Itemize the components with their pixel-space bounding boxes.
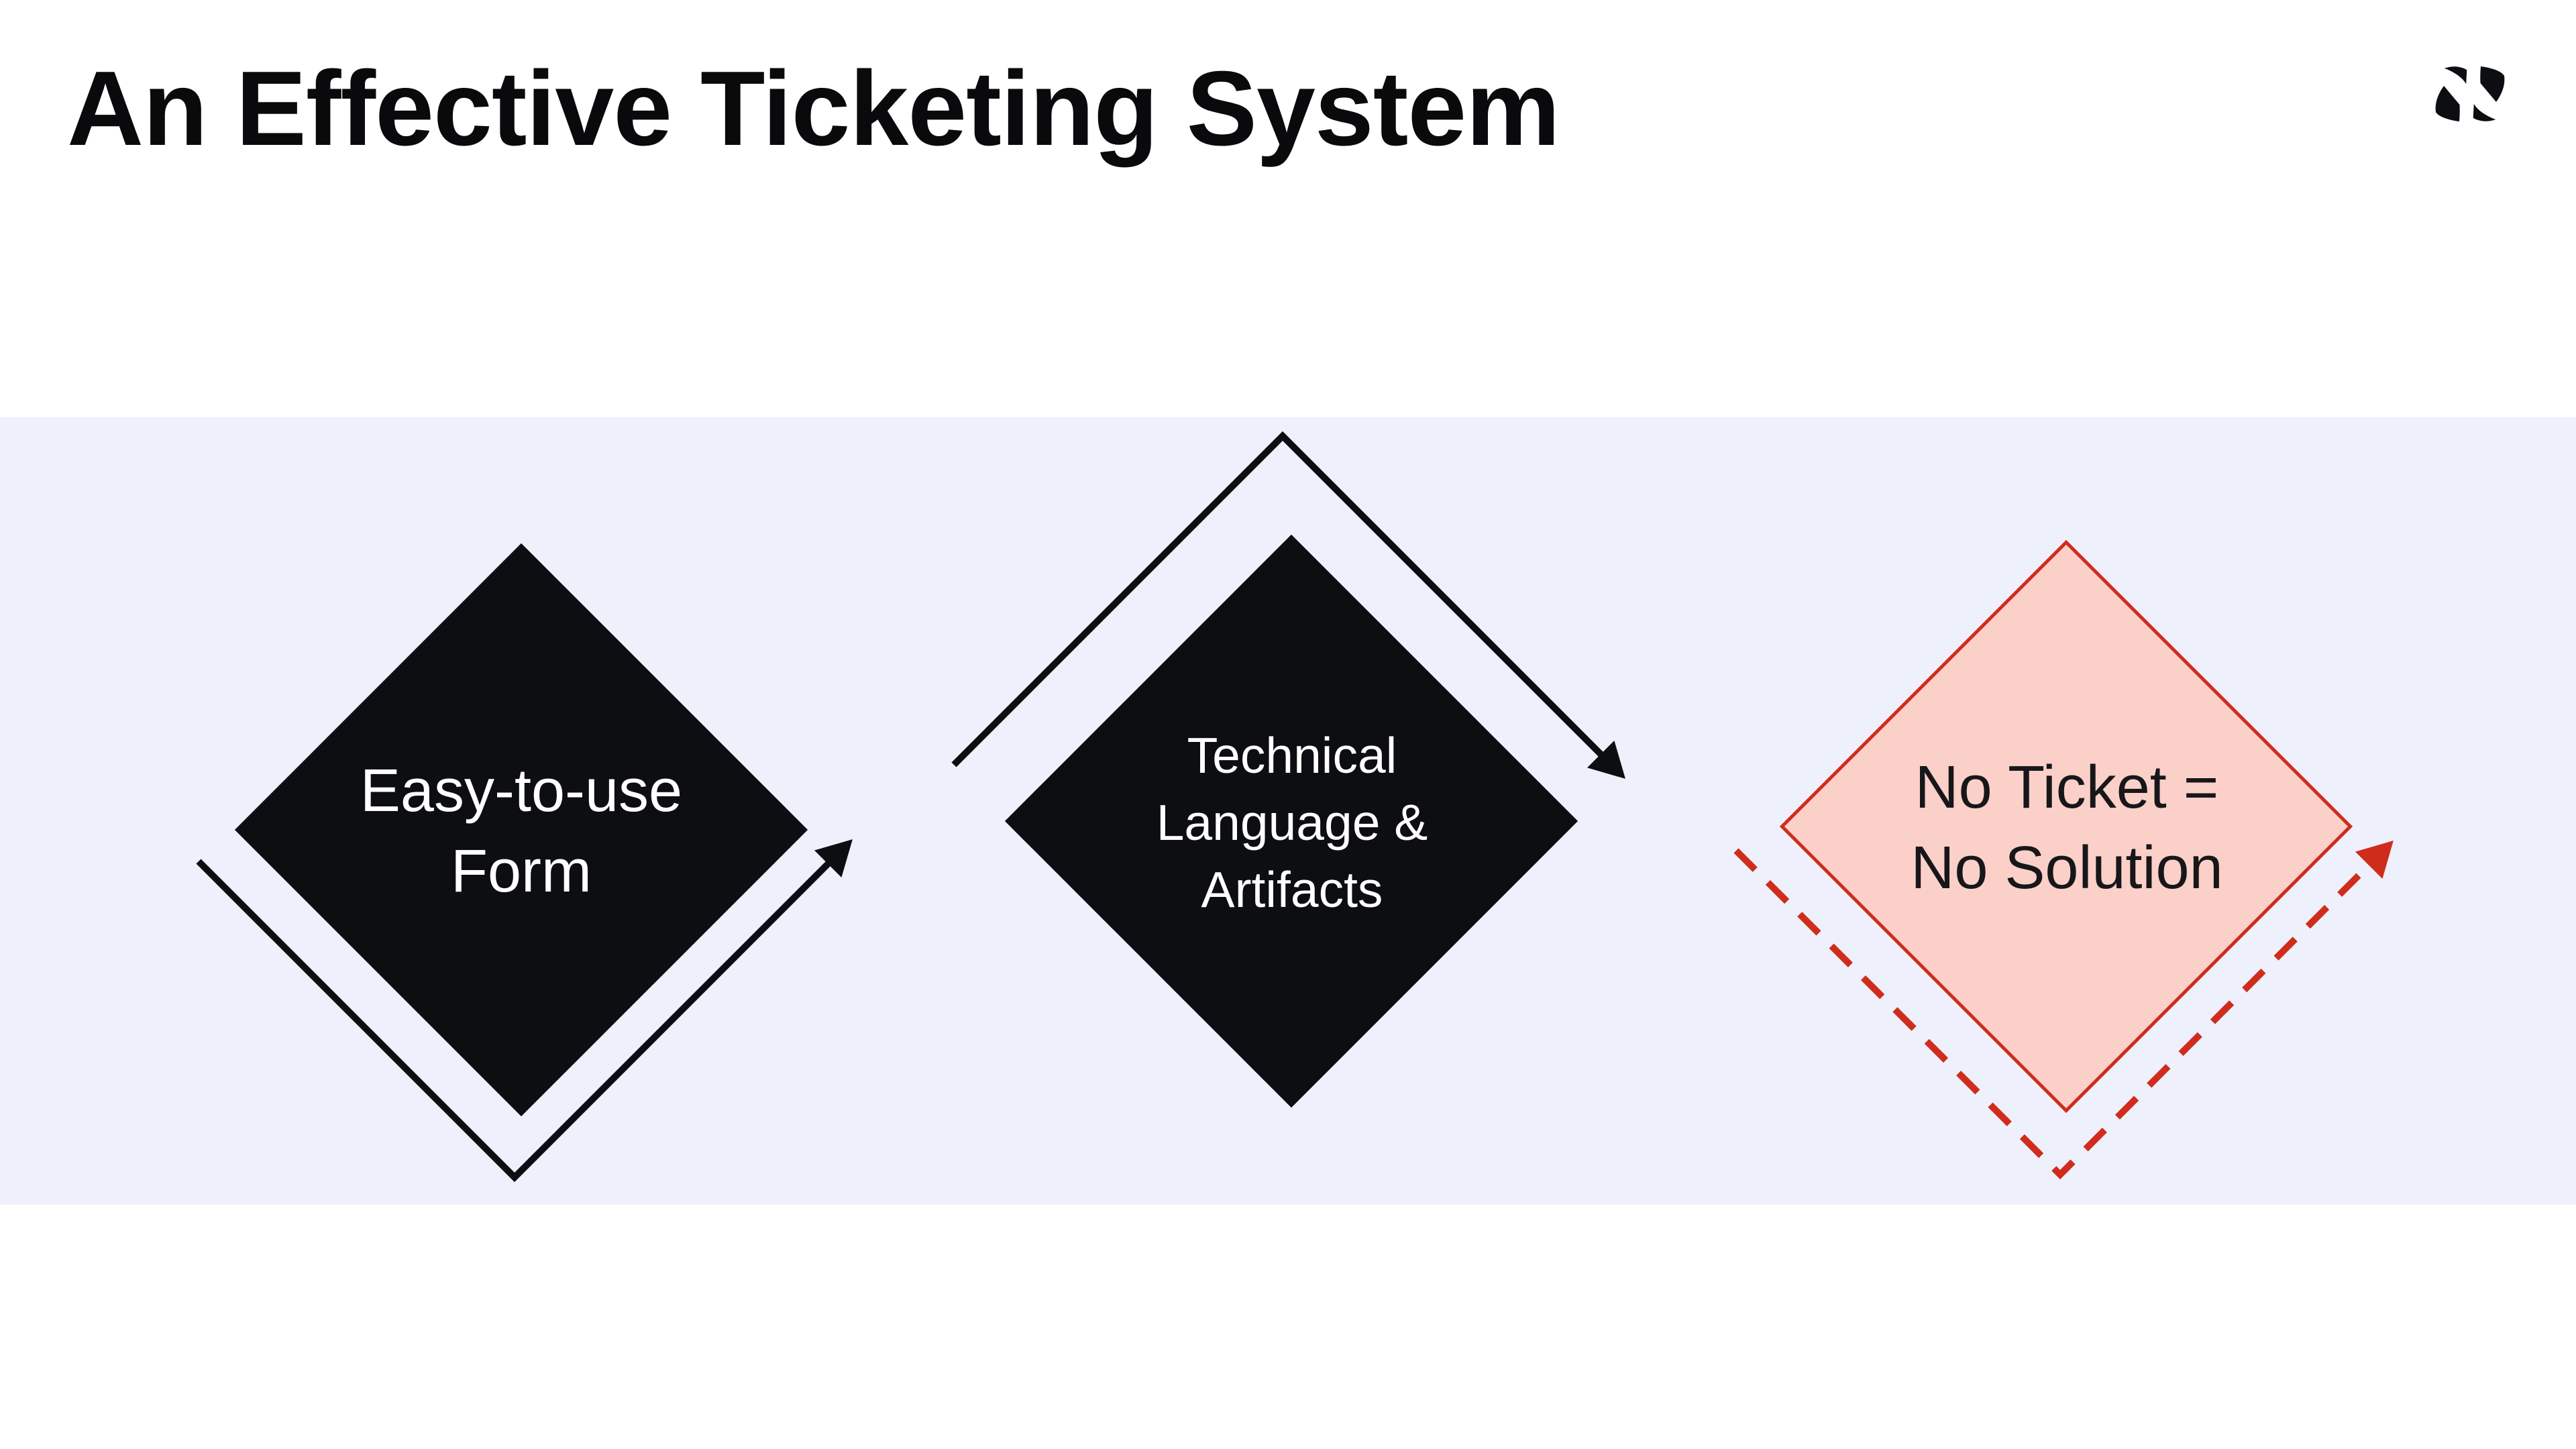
diamond-label-no-ticket: No Ticket = No Solution <box>1911 747 2222 908</box>
logo-icon <box>2435 66 2505 121</box>
label-line: Form <box>451 838 592 905</box>
label-line: Easy-to-use <box>360 757 683 824</box>
label-line: Technical <box>1187 727 1397 784</box>
diamond-label-technical: Technical Language & Artifacts <box>1157 722 1428 923</box>
diamond-label-easy-form: Easy-to-use Form <box>360 751 682 912</box>
label-line: Language & <box>1156 794 1428 851</box>
slide-title: An Effective Ticketing System <box>67 50 1560 168</box>
label-line: Artifacts <box>1201 861 1383 918</box>
label-line: No Solution <box>1911 835 2223 902</box>
label-line: No Ticket = <box>1915 754 2219 821</box>
